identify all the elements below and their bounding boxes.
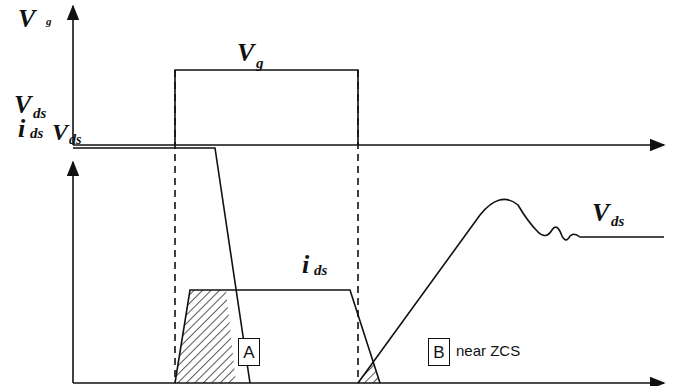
signal-name: g <box>46 16 52 27</box>
signal-name: ds <box>314 263 327 278</box>
note-text: near ZCS <box>456 343 520 358</box>
signal-name: ds <box>611 214 624 229</box>
signal-name: ds <box>69 133 81 147</box>
signal-name: V <box>14 92 31 118</box>
callout-box: B <box>428 338 450 366</box>
signal-name: ds <box>30 126 43 141</box>
signal-name: i <box>18 116 25 142</box>
signal-name: ds <box>33 106 46 121</box>
callout-letter: A <box>243 344 254 361</box>
callout-box: A <box>238 338 260 366</box>
signal-name: g <box>256 56 264 71</box>
signal-name: i <box>302 252 309 278</box>
callout-letter: B <box>433 344 444 361</box>
signal-name: V <box>52 120 68 144</box>
signal-name: V <box>237 40 254 66</box>
signal-name: V <box>18 6 35 32</box>
signal-name: V <box>592 200 609 226</box>
